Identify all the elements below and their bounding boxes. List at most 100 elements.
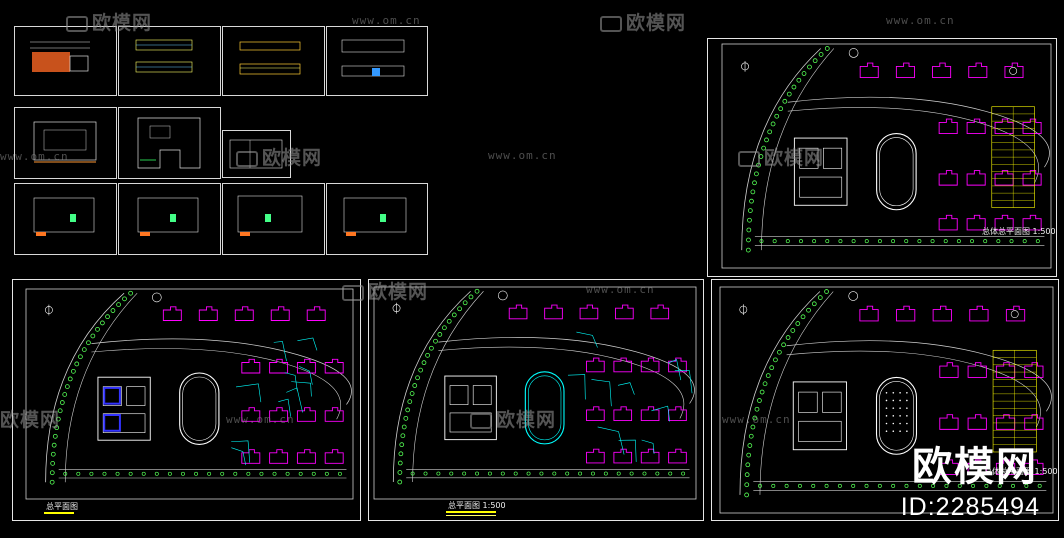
tree-symbol <box>764 137 769 143</box>
residential-building <box>1005 305 1026 322</box>
drawing-thumbnail[interactable] <box>118 107 221 179</box>
watermark-logo: 欧模网 <box>0 409 61 431</box>
residential-building <box>544 304 563 320</box>
tree-symbol <box>797 483 802 488</box>
tree-symbol <box>759 239 764 244</box>
site-plan-bottom-right[interactable] <box>711 279 1059 521</box>
tree-symbol <box>744 482 750 488</box>
resource-id: ID:2285494 <box>900 493 1040 521</box>
tree-symbol <box>744 472 750 478</box>
plan-caption-bottom-right: 总体总平面图 1:500 <box>984 467 1058 476</box>
running-track-inner <box>879 137 914 207</box>
roundabout <box>497 290 508 301</box>
residential-building <box>269 358 289 374</box>
residential-building <box>613 448 633 464</box>
tree-symbol <box>590 471 595 476</box>
stand-seat <box>906 407 908 409</box>
tree-symbol <box>812 239 817 244</box>
stand-seat <box>885 422 888 425</box>
tree-symbol <box>246 471 251 476</box>
tree-symbol <box>446 318 452 324</box>
tree-symbol <box>421 360 427 366</box>
watermark-logo: 欧模网 <box>236 143 322 170</box>
tree-symbol <box>943 239 948 244</box>
tree-symbol <box>754 171 759 177</box>
building-wing <box>798 420 842 442</box>
drawing-thumbnail[interactable] <box>326 26 428 96</box>
drawing-thumbnail[interactable] <box>326 183 428 255</box>
tree-symbol <box>956 239 961 244</box>
stand-seat <box>892 415 895 417</box>
residential-building <box>613 406 633 422</box>
sofa-icon <box>66 15 88 32</box>
stand-seat <box>906 430 908 432</box>
building-wing <box>799 147 819 169</box>
tree-symbol <box>824 289 829 294</box>
building-wing <box>823 147 843 169</box>
tree-symbol <box>407 399 413 405</box>
tree-symbol <box>747 443 753 448</box>
residential-building <box>586 406 605 422</box>
building-wing <box>822 391 842 413</box>
caption-underline <box>446 511 496 513</box>
utility-line <box>651 405 670 422</box>
tree-symbol <box>776 349 782 355</box>
residential-building <box>966 170 986 186</box>
tree-symbol <box>785 239 790 244</box>
drawing-thumbnail[interactable] <box>118 26 221 96</box>
stand-seat <box>899 422 901 425</box>
tree-symbol <box>752 415 758 421</box>
drawing-thumbnail[interactable] <box>14 26 117 96</box>
tree-symbol <box>194 471 199 476</box>
utility-line <box>617 382 635 395</box>
internal-road <box>786 350 1041 428</box>
tree-symbol <box>272 471 277 476</box>
drawing-thumbnail[interactable] <box>222 130 291 178</box>
tree-symbol <box>100 320 105 326</box>
sofa-icon <box>342 284 364 301</box>
tree-symbol <box>102 471 107 476</box>
drawing-thumbnail[interactable] <box>118 183 221 255</box>
tree-symbol <box>437 332 443 337</box>
tree-symbol <box>128 471 133 476</box>
site-plan-bottom-middle[interactable] <box>368 279 704 521</box>
tree-symbol <box>49 479 55 485</box>
site-boundary-road <box>739 291 821 495</box>
tree-symbol <box>552 471 557 476</box>
tree-symbol <box>877 239 882 244</box>
drawing-thumbnail[interactable] <box>14 183 117 255</box>
tree-symbol <box>81 347 87 353</box>
site-plan-bottom-left[interactable] <box>12 279 361 521</box>
running-track-inner <box>528 375 562 441</box>
tree-symbol <box>59 400 65 405</box>
roundabout <box>848 291 859 301</box>
tree-symbol <box>167 471 172 476</box>
utility-line <box>278 398 292 417</box>
tree-symbol <box>781 342 786 348</box>
school-building <box>792 381 847 451</box>
drawing-thumbnail[interactable] <box>222 26 325 96</box>
drawing-thumbnail[interactable] <box>14 107 117 179</box>
tree-symbol <box>778 106 784 112</box>
tree-symbol <box>513 471 518 476</box>
drawing-thumbnail[interactable] <box>222 183 325 255</box>
residential-building <box>994 214 1014 231</box>
internal-road <box>91 338 352 405</box>
tree-symbol <box>105 314 110 320</box>
residential-building <box>932 305 952 322</box>
tree-symbol <box>71 368 76 374</box>
tree-symbol <box>786 91 792 97</box>
tree-symbol <box>642 471 647 476</box>
tree-symbol <box>442 325 447 331</box>
tree-symbol <box>769 365 775 371</box>
site-plan-top-right[interactable] <box>707 38 1057 277</box>
tree-symbol <box>603 471 608 476</box>
tree-symbol <box>996 239 1001 244</box>
tree-symbol <box>668 471 673 476</box>
tree-symbol <box>767 129 773 135</box>
tree-symbol <box>757 398 762 403</box>
stand-seat <box>906 391 908 394</box>
internal-road <box>786 340 1052 412</box>
tree-symbol <box>655 471 660 476</box>
